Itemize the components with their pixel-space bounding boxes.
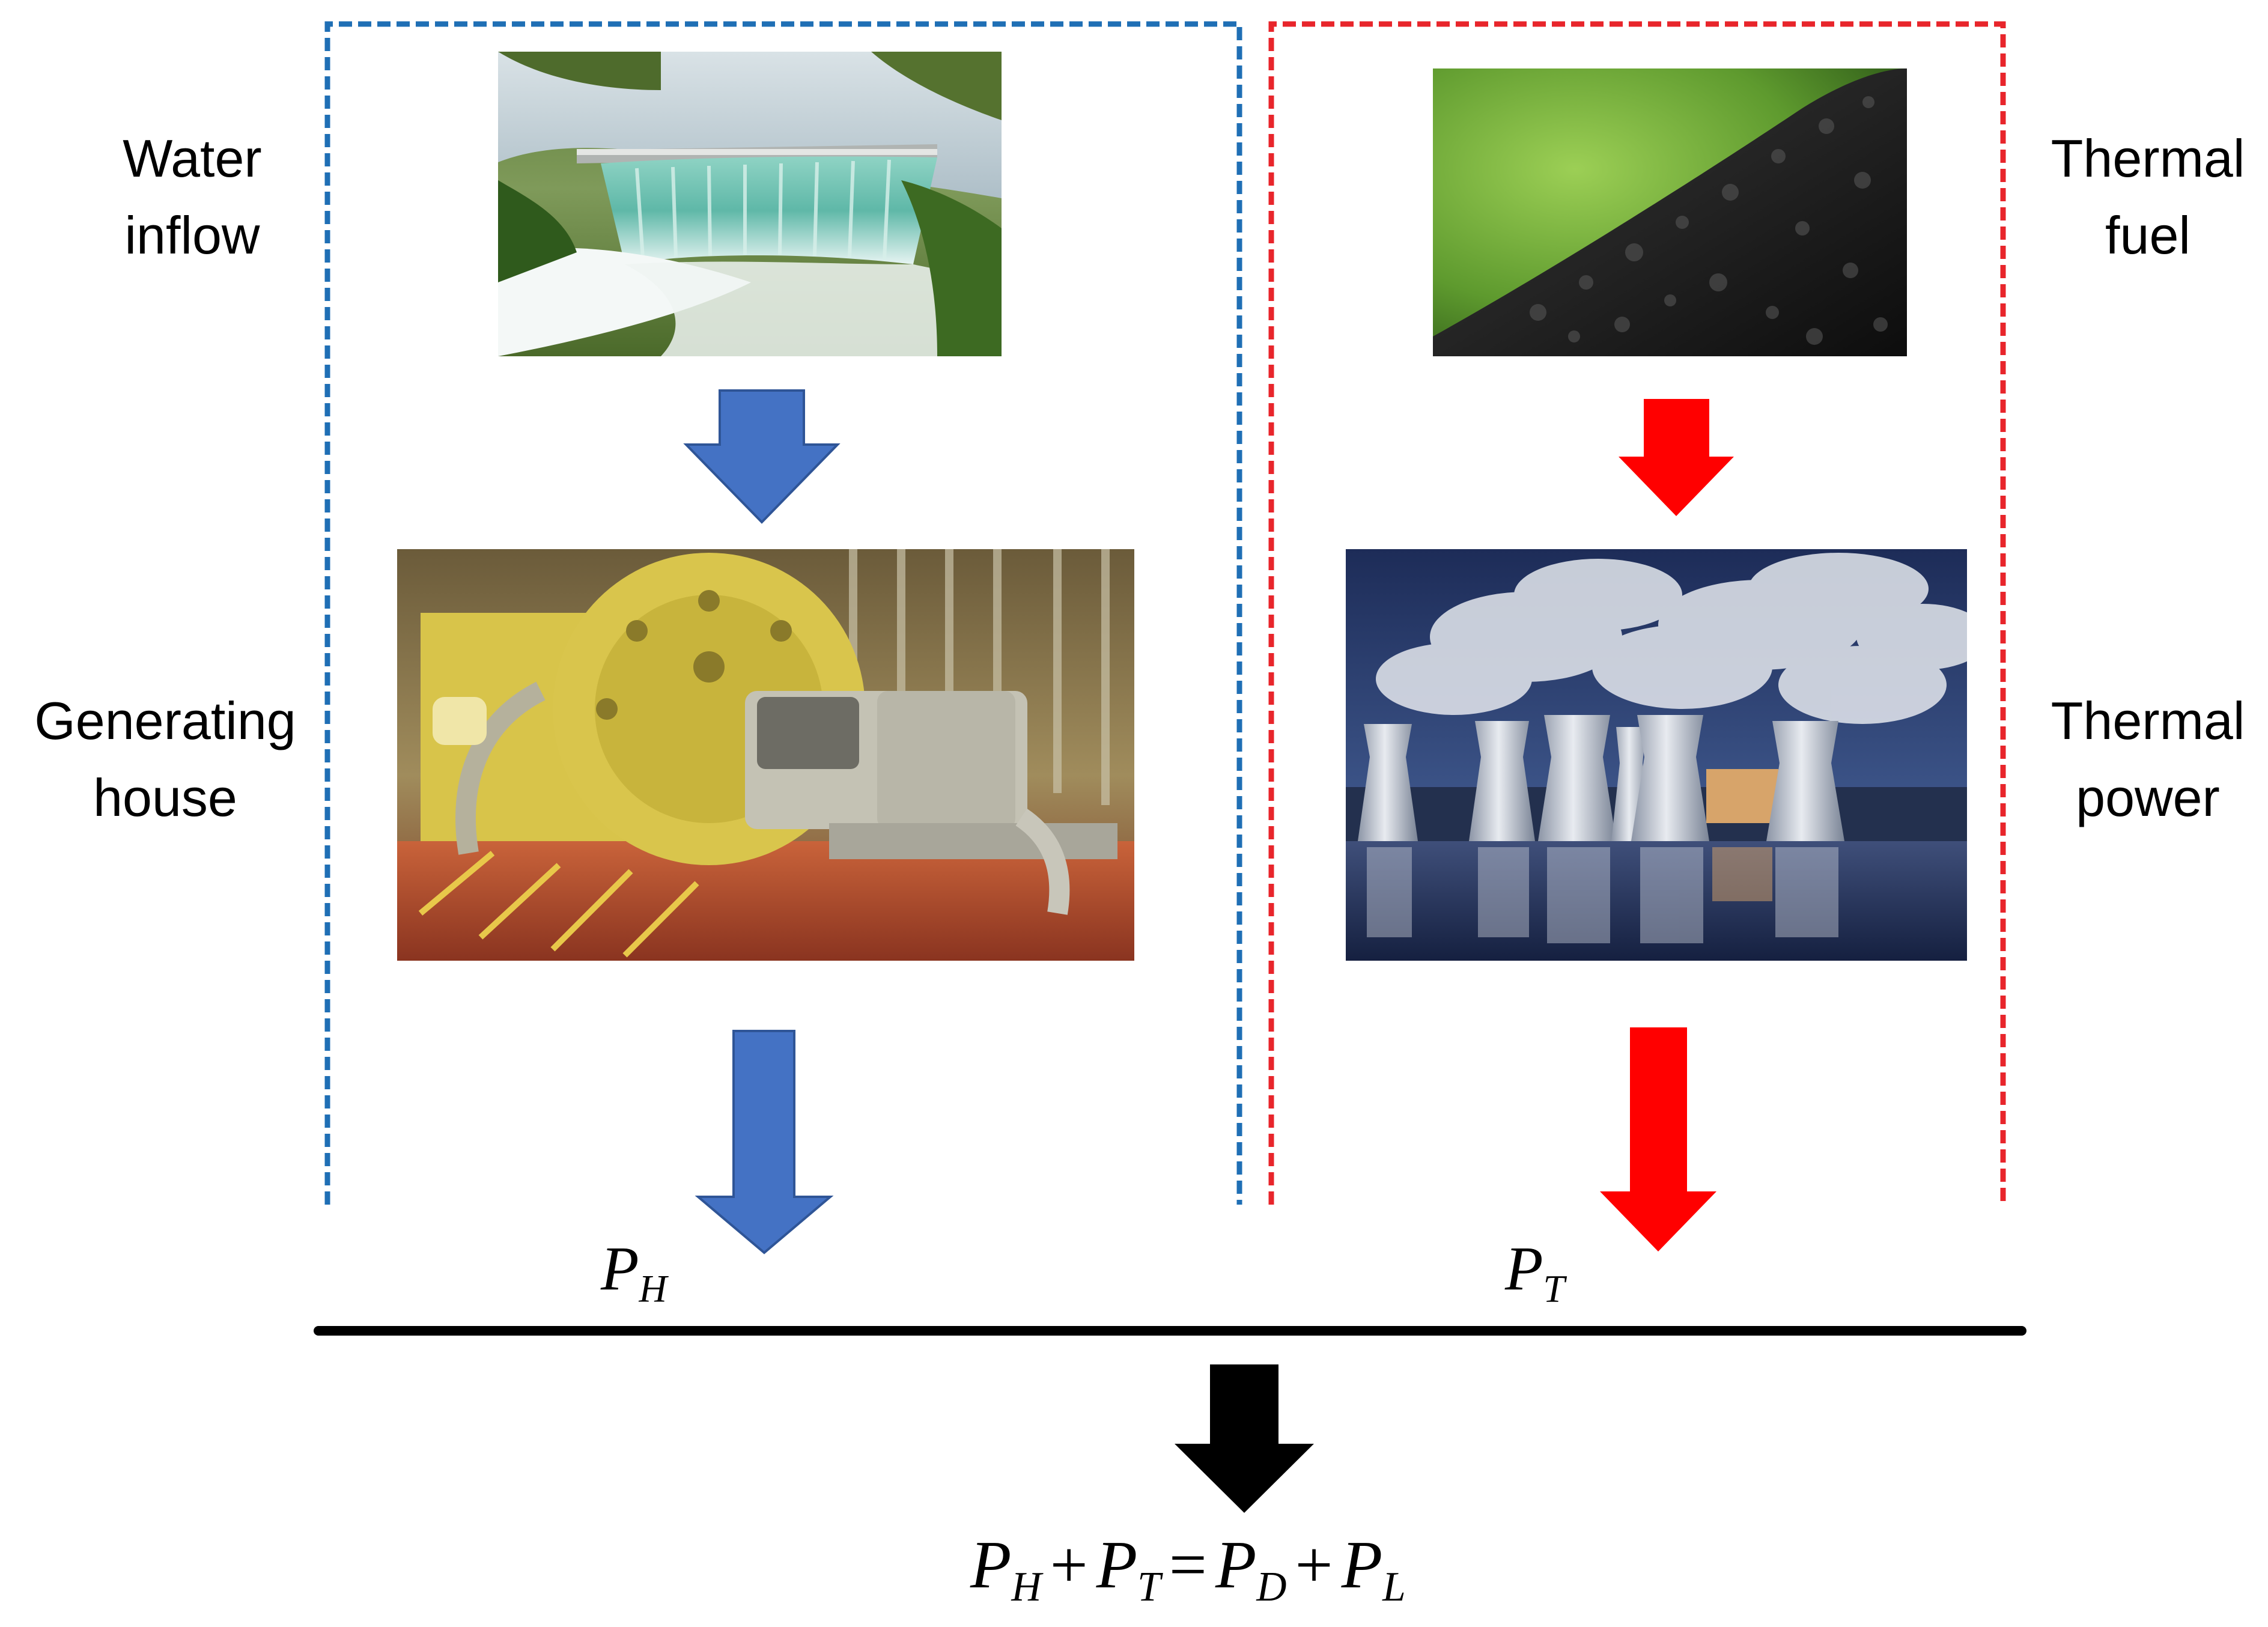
eq-plus-1: +: [1050, 1528, 1088, 1602]
cooling-towers-photo: [1346, 549, 1967, 961]
fuel-to-plant-arrow: [1619, 399, 1734, 516]
generating-house-line-1: Generating: [34, 691, 296, 750]
eq-plus-2: +: [1295, 1528, 1333, 1602]
thermal-fuel-line-1: Thermal: [2051, 129, 2245, 188]
thermal-fuel-label: Thermal fuel: [2031, 120, 2265, 274]
eq-equals: =: [1169, 1528, 1207, 1602]
hydro-output-arrow: [695, 1030, 834, 1254]
eq-term-thermal: PT: [1096, 1528, 1161, 1610]
thermal-fuel-line-2: fuel: [2105, 205, 2190, 265]
coal-pile-photo: [1433, 68, 1907, 356]
water-inflow-line-1: Water: [123, 129, 262, 188]
thermal-frame: [1268, 21, 2006, 1205]
thermal-power-label: Thermal power: [2031, 683, 2265, 836]
eq-term-hydro: PH: [970, 1528, 1042, 1610]
eq-term-hydro-sub: H: [1011, 1564, 1042, 1611]
thermal-power-line-1: Thermal: [2051, 691, 2245, 750]
generating-house-line-2: house: [93, 768, 237, 827]
thermal-power-symbol: PT: [1505, 1233, 1564, 1325]
hydro-power-p: P: [601, 1234, 639, 1303]
generating-house-label: Generating house: [12, 683, 318, 836]
eq-term-loss: PL: [1341, 1528, 1406, 1610]
hydro-frame: [324, 21, 1242, 1205]
eq-term-demand-p: P: [1215, 1528, 1257, 1602]
eq-term-thermal-p: P: [1096, 1528, 1138, 1602]
hydro-power-symbol: PH: [601, 1233, 667, 1325]
thermal-power-subscript: T: [1543, 1267, 1565, 1310]
eq-term-thermal-sub: T: [1137, 1564, 1161, 1611]
eq-term-demand: PD: [1215, 1528, 1287, 1610]
eq-term-demand-sub: D: [1256, 1564, 1287, 1611]
power-balance-equation: PH+PT=PD+PL: [970, 1526, 1406, 1626]
turbine-generator-hall-photo: [397, 549, 1134, 961]
eq-term-loss-p: P: [1341, 1528, 1383, 1602]
inflow-to-house-arrow: [683, 389, 841, 524]
dam-spillway-photo: [498, 52, 1002, 356]
thermal-power-p: P: [1505, 1234, 1543, 1303]
thermal-power-line-2: power: [2076, 768, 2220, 827]
balance-arrow: [1175, 1364, 1314, 1513]
thermal-output-arrow: [1600, 1027, 1716, 1251]
hydro-power-subscript: H: [639, 1267, 667, 1310]
eq-term-loss-sub: L: [1382, 1564, 1406, 1611]
eq-term-hydro-p: P: [970, 1528, 1012, 1602]
water-inflow-label: Water inflow: [96, 120, 288, 274]
water-inflow-line-2: inflow: [124, 205, 260, 265]
